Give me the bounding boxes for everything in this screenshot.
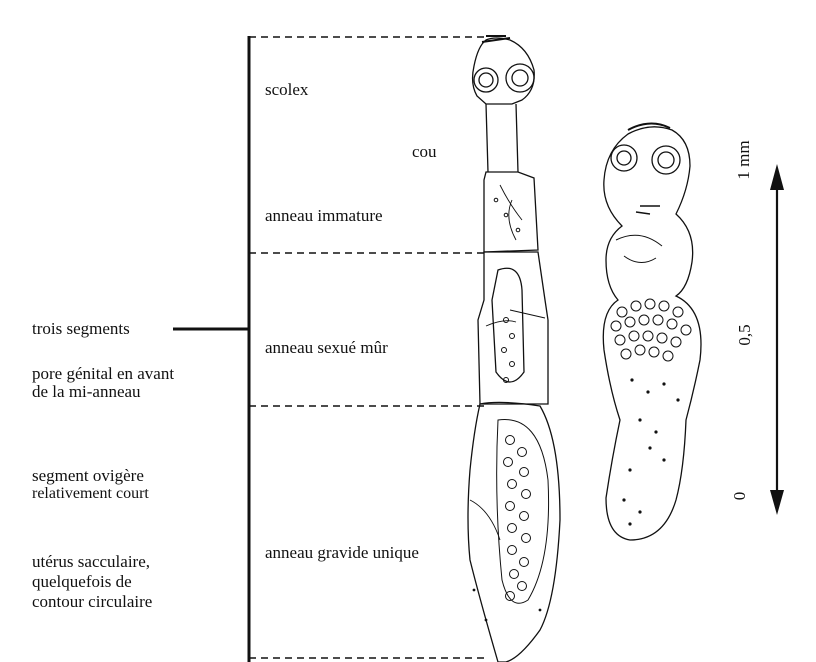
note-uterus-line3: contour circulaire [32, 592, 152, 611]
note-ovigerous-line1: segment ovigère [32, 466, 144, 485]
label-scolex: scolex [265, 80, 308, 99]
label-gravid-segment: anneau gravide unique [265, 543, 419, 562]
label-mature-segment: anneau sexué mûr [265, 338, 388, 357]
second-worm-illustration [603, 123, 701, 540]
scale-label-half: 0,5 [735, 315, 755, 355]
note-three-segments: trois segments [32, 319, 130, 338]
second-worm-egg-dots [611, 299, 691, 361]
note-pore-line2: de la mi-anneau [32, 382, 141, 401]
main-worm-illustration [468, 36, 560, 662]
note-pore-line1: pore génital en avant [32, 364, 174, 383]
label-neck: cou [412, 142, 437, 161]
note-uterus-line2: quelquefois de [32, 572, 132, 591]
main-worm-egg-dots [494, 198, 530, 600]
scale-arrow-head-down [770, 490, 784, 515]
scale-arrow-head-up [770, 164, 784, 190]
label-immature-segment: anneau immature [265, 206, 383, 225]
note-ovigerous-line2: relativement court [32, 484, 149, 503]
scale-label-zero: 0 [730, 486, 750, 506]
scale-label-1mm: 1 mm [734, 135, 754, 185]
note-uterus-line1: utérus sacculaire, [32, 552, 150, 571]
